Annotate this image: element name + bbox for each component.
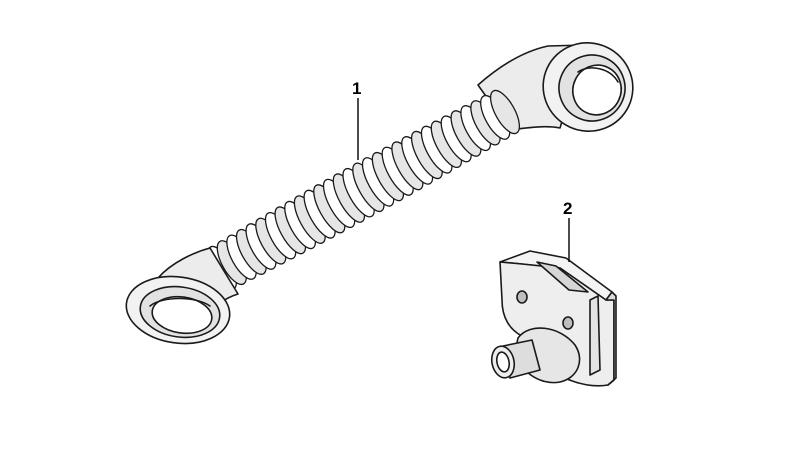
hose-corrugations — [206, 89, 521, 291]
bracket-part[interactable] — [489, 250, 617, 387]
mount-hole-left — [516, 290, 528, 304]
callout-2: 2 — [563, 199, 572, 262]
upper-flange — [542, 42, 634, 132]
lower-flange — [125, 275, 231, 345]
callout-1-label: 1 — [352, 79, 361, 98]
callout-1: 1 — [352, 79, 361, 160]
callout-2-label: 2 — [563, 199, 572, 218]
hose-rib — [489, 89, 521, 135]
hose-part[interactable] — [122, 28, 647, 350]
mount-hole-right — [562, 316, 574, 330]
